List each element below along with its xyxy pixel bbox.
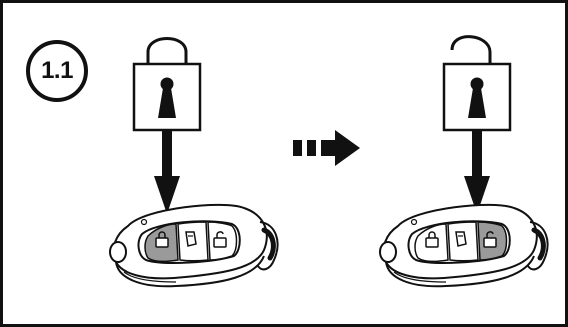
key-fob-icon <box>110 205 278 286</box>
scene-locked <box>110 39 278 287</box>
step-number-badge: 1.1 <box>26 40 88 102</box>
padlock-closed-icon <box>134 39 200 131</box>
key-fob-icon <box>380 205 548 286</box>
dashed-arrow-right-icon <box>293 130 360 166</box>
arrow-down-icon <box>154 130 180 214</box>
step-number-label: 1.1 <box>41 57 73 85</box>
trunk-glyph-icon <box>186 232 196 246</box>
arrow-down-icon <box>464 130 490 214</box>
trunk-glyph-icon <box>456 232 466 246</box>
scene-unlocked <box>380 37 548 287</box>
padlock-open-icon <box>444 37 510 130</box>
